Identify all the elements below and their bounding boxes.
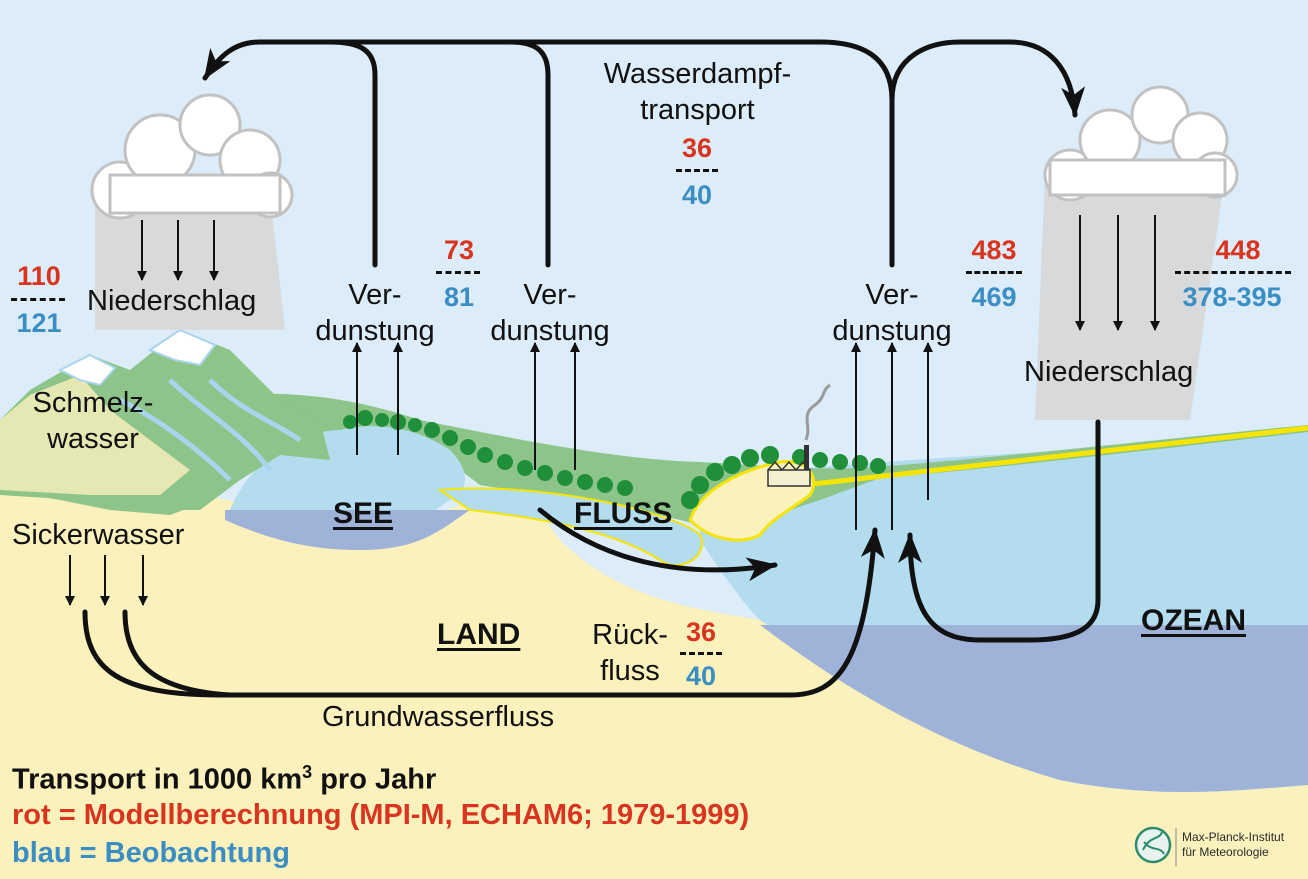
vapor-transport-obs-value: 40 — [681, 180, 713, 210]
region-ocean: OZEAN — [1141, 604, 1246, 637]
evap-land-obs-value: 81 — [443, 282, 475, 312]
legend-units-exponent: 3 — [302, 762, 313, 782]
evap-label-lake: Ver- dunstung — [310, 277, 440, 349]
evap-label-ocean-line1: Ver- — [865, 279, 919, 311]
legend-units-text: Transport in 1000 km — [12, 763, 303, 796]
snow-cap-left — [57, 353, 117, 387]
meltwater-line1: Schmelz- — [32, 387, 154, 419]
precip-label-right: Niederschlag — [1024, 356, 1194, 388]
evap-ocean-model-value: 483 — [971, 235, 1017, 265]
precip-land-model-value: 110 — [17, 261, 61, 291]
evap-ocean-obs-value: 469 — [971, 282, 1017, 312]
legend-units-suffix: pro Jahr — [312, 763, 437, 796]
vapor-transport-model-value: 36 — [681, 133, 713, 163]
precip-ocean-model-value: 448 — [1215, 235, 1261, 265]
runoff-divider — [680, 652, 722, 655]
legend-units: Transport in 1000 km3 pro Jahr — [12, 763, 436, 795]
factory-icon — [767, 383, 831, 487]
evap-label-lake-line1: Ver- — [348, 279, 402, 311]
evap-land-divider — [436, 271, 480, 274]
institute-name: Max-Planck-Institut für Meteorologie — [1182, 830, 1284, 860]
seepage-label: Sickerwasser — [12, 519, 185, 551]
legend-observation: blau = Beobachtung — [12, 837, 290, 869]
evap-label-land-line1: Ver- — [523, 279, 577, 311]
return-flow-label: Rück- fluss — [575, 617, 685, 689]
region-land: LAND — [437, 618, 521, 651]
evap-label-land-line2: dunstung — [490, 315, 610, 347]
vegetation-belt — [0, 393, 1308, 525]
runoff-obs-value: 40 — [685, 661, 717, 691]
institute-line2: für Meteorologie — [1182, 845, 1269, 859]
evap-label-ocean-line2: dunstung — [832, 315, 952, 347]
transport-arrows — [82, 39, 1101, 698]
legend-model: rot = Modellberechnung (MPI-M, ECHAM6; 1… — [12, 799, 750, 831]
vapor-transport-label: Wasserdampf- transport — [585, 56, 810, 128]
shoreline — [759, 425, 1308, 493]
evap-label-ocean: Ver- dunstung — [827, 277, 957, 349]
evap-land-model-value: 73 — [443, 235, 475, 265]
region-lake: SEE — [333, 497, 394, 530]
precip-label-left: Niederschlag — [87, 285, 257, 317]
vapor-transport-line2: transport — [640, 94, 755, 126]
snow-cap-right — [147, 328, 217, 367]
evap-label-lake-line2: dunstung — [315, 315, 435, 347]
evap-label-land: Ver- dunstung — [485, 277, 615, 349]
meltwater-streams — [118, 378, 302, 482]
precip-ocean-divider — [1175, 271, 1291, 274]
tree-line — [343, 410, 886, 509]
return-flow-line2: fluss — [600, 655, 660, 687]
runoff-model-value: 36 — [685, 617, 717, 647]
institute-logo-icon — [1134, 826, 1172, 864]
precip-ocean-obs-value: 378-395 — [1182, 282, 1282, 312]
cloud-icon-left — [90, 93, 294, 220]
groundwater-label: Grundwasserfluss — [322, 701, 555, 733]
land-ground — [0, 478, 1308, 879]
meltwater-label: Schmelz- wasser — [18, 385, 168, 457]
flux-arrows — [65, 215, 1160, 606]
rain-shaft-right — [1035, 175, 1225, 420]
ocean-deep — [760, 625, 1308, 792]
mountain-slope — [0, 375, 190, 495]
institute-line1: Max-Planck-Institut — [1182, 830, 1285, 844]
cloud-icon-right — [1043, 85, 1239, 202]
meltwater-line2: wasser — [47, 423, 139, 455]
precip-land-divider — [11, 298, 65, 301]
region-river: FLUSS — [574, 497, 673, 530]
river — [437, 487, 703, 567]
lake-deep — [225, 510, 470, 550]
evap-ocean-divider — [966, 271, 1022, 274]
precip-land-obs-value: 121 — [16, 308, 62, 338]
return-flow-line1: Rück- — [592, 619, 668, 651]
vapor-transport-divider — [676, 169, 718, 172]
vapor-transport-line1: Wasserdampf- — [603, 58, 792, 90]
